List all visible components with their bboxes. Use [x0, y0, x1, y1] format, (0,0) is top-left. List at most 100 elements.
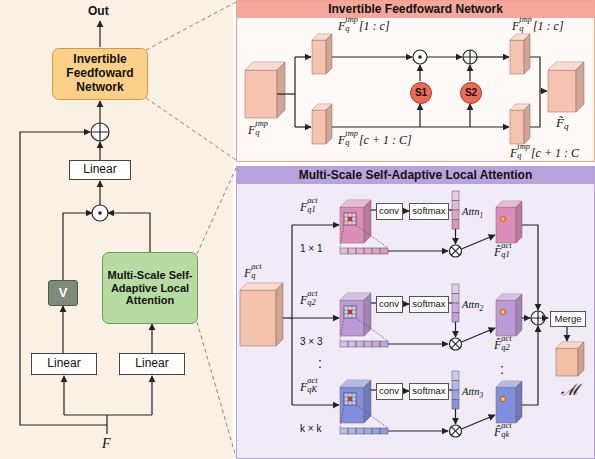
wire: [283, 317, 292, 318]
attention-box: Multi-Scale Self-Adaptive Local Attentio…: [102, 252, 198, 324]
node-label: Linear: [83, 163, 116, 177]
token-vector: [356, 341, 364, 347]
superscript: act: [307, 197, 317, 205]
feature-cube: [496, 387, 516, 423]
feature-cube: [578, 342, 584, 376]
feature-cube: [277, 62, 285, 118]
wire: [63, 376, 64, 415]
feature-cube: [364, 380, 371, 423]
wire: [419, 104, 420, 127]
wire: [295, 126, 311, 127]
token-vector: [356, 428, 364, 434]
attention-vector: [452, 210, 459, 220]
token-vector: [364, 341, 372, 347]
superscript: tmp: [519, 16, 532, 24]
wire: [469, 65, 470, 81]
feature-cube: [576, 62, 584, 112]
math-symbol: F: [512, 20, 519, 32]
superscript: tmp: [255, 120, 268, 128]
feature-cube: [364, 293, 371, 336]
token-vector: [372, 428, 380, 434]
node-label: Linear: [135, 357, 168, 371]
subscript: q: [517, 152, 521, 160]
multiply-operator: [98, 211, 102, 215]
attention-vector: [452, 220, 459, 230]
feature-cube: [240, 283, 283, 290]
feature-cube: [548, 70, 576, 112]
superscript: act: [307, 377, 317, 385]
attention-vector: [452, 303, 459, 313]
wire: [63, 213, 92, 280]
subscript: q: [251, 272, 255, 280]
feature-cube: [277, 62, 285, 118]
wire: [388, 343, 448, 344]
subscript: q2: [501, 344, 509, 352]
multiply-operator: [413, 50, 427, 64]
token-vector: [372, 248, 380, 254]
feature-cube: [245, 70, 277, 118]
feature-cube: [556, 348, 578, 376]
linear-box: Linear: [31, 353, 97, 375]
wire: [455, 409, 456, 424]
wire: [99, 142, 100, 160]
kernel-size: k × k: [300, 424, 321, 434]
scale-circle: S1: [410, 82, 432, 104]
wire: [522, 326, 538, 405]
feature-cube: [516, 381, 522, 423]
wire: [462, 328, 496, 342]
shift-circle: S2: [460, 82, 482, 104]
multiply-operator: [418, 55, 422, 59]
feature-cube: [326, 104, 332, 144]
subscript: q1: [307, 206, 315, 214]
token-vector: [340, 341, 348, 347]
superscript: tmp: [345, 130, 358, 138]
softmax-box: softmax: [409, 383, 449, 400]
math-symbol: F: [300, 294, 307, 306]
wire: [469, 104, 470, 127]
add-operator: [91, 123, 109, 141]
wire: [99, 181, 100, 205]
feature-cube: [326, 104, 332, 144]
superscript: act: [501, 422, 511, 430]
output-label: Out: [88, 5, 109, 17]
add-operator: [531, 311, 545, 325]
feature-cube: [276, 283, 283, 346]
math-symbol: F̂: [494, 246, 501, 258]
attention-vector: [452, 294, 459, 304]
feature-cube: [312, 110, 326, 144]
index-range: [1 : c]: [359, 20, 390, 32]
leader-line: [356, 405, 388, 428]
wire: [99, 21, 100, 47]
feature-cube: [578, 342, 584, 376]
subscript: qK: [307, 386, 317, 394]
feature-cube: [364, 200, 371, 243]
product-operator: [451, 427, 459, 435]
multiply-operator: [92, 205, 108, 221]
ellipsis-dots: :: [318, 356, 322, 370]
node-label: conv: [379, 386, 399, 397]
wire: [462, 415, 496, 429]
superscript: act: [501, 335, 511, 343]
wire: [455, 322, 456, 337]
subscript: 1: [480, 212, 484, 219]
output-pixel: [501, 397, 506, 402]
attention-vector: [452, 191, 459, 201]
feature-cube: [496, 207, 516, 243]
subscript: q: [564, 122, 569, 131]
node-label: softmax: [412, 206, 445, 217]
attention-panel-ground: [236, 166, 595, 459]
kernel-center: [348, 310, 352, 314]
wire: [108, 213, 150, 252]
wire: [277, 93, 295, 94]
wire: [477, 56, 509, 57]
subscript: qk: [501, 431, 509, 439]
token-vector: [348, 428, 356, 434]
output-pixel: [501, 217, 506, 222]
subscript: q: [255, 129, 259, 137]
wire: [151, 376, 152, 415]
math-symbol: F: [338, 134, 345, 146]
superscript: act: [501, 242, 511, 250]
leader-line: [356, 225, 388, 248]
kernel-grid: [344, 393, 356, 405]
